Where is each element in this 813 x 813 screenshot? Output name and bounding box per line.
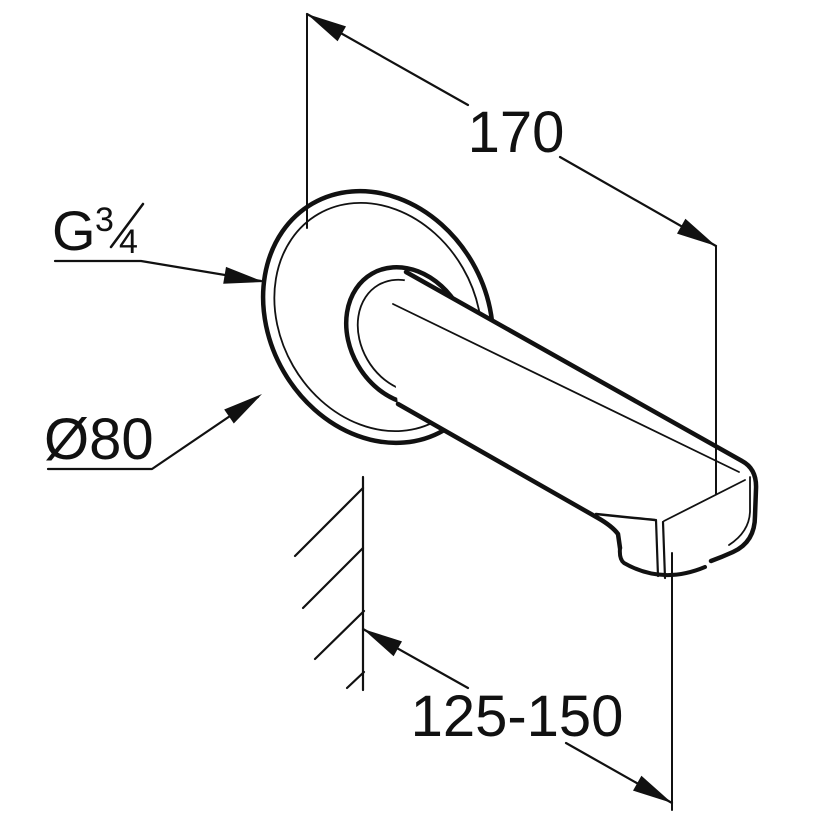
leader-line	[53, 259, 263, 283]
leader-line	[46, 395, 260, 471]
dimension-projection-value: 125-150	[411, 684, 624, 749]
spout-top-face-edge	[392, 303, 740, 473]
spout-body-fill	[390, 272, 759, 575]
aerator-outline	[617, 546, 707, 577]
spout-fixture	[260, 188, 759, 580]
dimension-projection: 125-150	[361, 552, 674, 811]
fraction-slash	[109, 202, 145, 249]
label-thread: G 3 4	[52, 199, 264, 284]
arrowhead-icon	[363, 629, 402, 657]
spout-body	[390, 269, 759, 580]
thread-denominator: 4	[119, 223, 138, 261]
thread-prefix: G	[52, 199, 96, 262]
thread-numerator: 3	[95, 201, 114, 239]
spout-top-outline	[403, 269, 759, 564]
dimension-diameter-value: Ø80	[44, 407, 154, 472]
arrowhead-icon	[223, 266, 264, 284]
arrowhead-icon	[633, 775, 672, 803]
arrowhead-icon	[224, 394, 262, 424]
arrowhead-icon	[677, 218, 716, 246]
spout-end-right-inner-edge	[728, 476, 751, 546]
hatch-line	[293, 486, 365, 558]
spout-front-corner-edge-left	[654, 518, 660, 578]
hatch-line	[313, 609, 366, 661]
arrowhead-icon	[307, 14, 346, 42]
dimension-length: 170	[305, 12, 718, 495]
wall-hatching	[293, 475, 366, 692]
hatch-line	[345, 670, 366, 690]
spout-front-bottom-edge	[594, 512, 657, 522]
label-diameter: Ø80	[44, 394, 262, 472]
spout-end-face-top-edge	[663, 479, 746, 522]
spout-front-corner-edge-right	[661, 520, 667, 580]
dimension-length-value: 170	[468, 100, 565, 165]
spout-bottom-outline	[395, 401, 623, 551]
hatch-line	[301, 546, 365, 610]
